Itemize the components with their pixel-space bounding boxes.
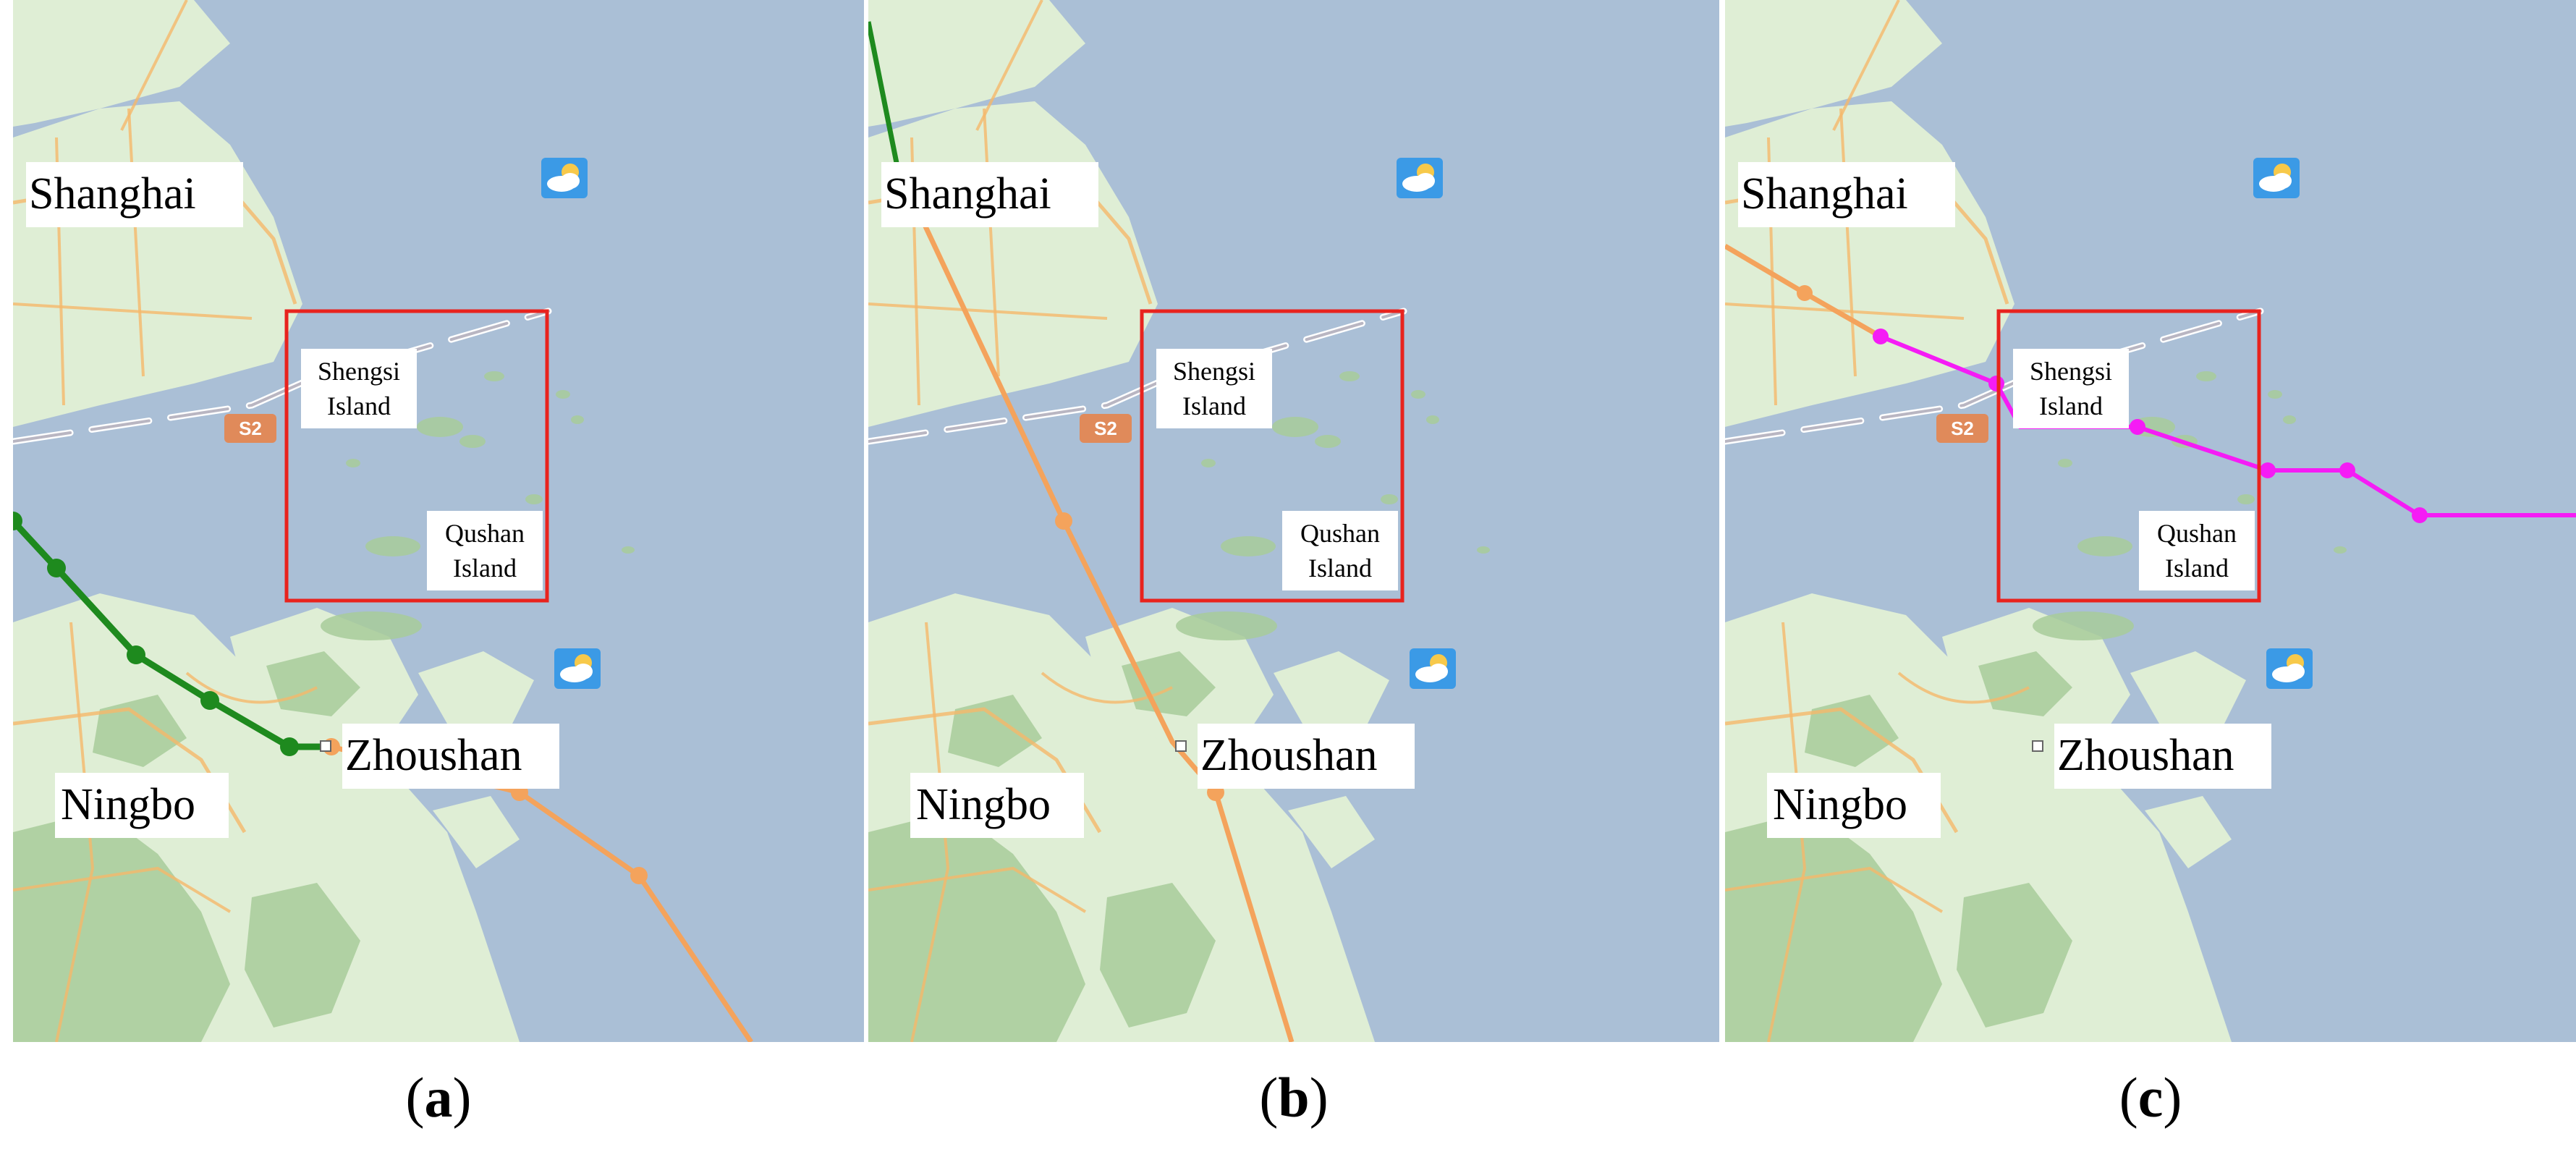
track-point bbox=[2260, 462, 2276, 478]
track-point bbox=[127, 645, 145, 664]
map-canvas-b bbox=[868, 0, 1719, 1042]
track-point bbox=[1797, 285, 1813, 301]
track-green bbox=[868, 21, 900, 167]
panel-caption: (a) bbox=[405, 1066, 472, 1129]
track-point bbox=[2130, 419, 2145, 435]
track-point bbox=[200, 691, 219, 710]
map-panel-a: (a) bbox=[13, 0, 864, 1129]
map-canvas-c bbox=[1725, 0, 2576, 1042]
track-point bbox=[2412, 507, 2428, 523]
track-orange bbox=[894, 165, 1295, 1042]
track-point bbox=[47, 559, 66, 577]
track-point bbox=[1055, 512, 1072, 530]
track-point bbox=[2339, 462, 2355, 478]
track-point bbox=[630, 867, 648, 884]
track-point bbox=[280, 737, 299, 756]
track-point bbox=[1873, 329, 1889, 344]
panel-caption: (c) bbox=[2119, 1066, 2182, 1129]
map-panel-b: (b) bbox=[868, 0, 1719, 1129]
map-canvas-a bbox=[13, 0, 864, 1042]
map-panel-c: (c) bbox=[1725, 0, 2576, 1129]
panel-caption: (b) bbox=[1259, 1066, 1329, 1129]
track-point bbox=[1988, 376, 2004, 391]
track-point bbox=[13, 512, 22, 530]
